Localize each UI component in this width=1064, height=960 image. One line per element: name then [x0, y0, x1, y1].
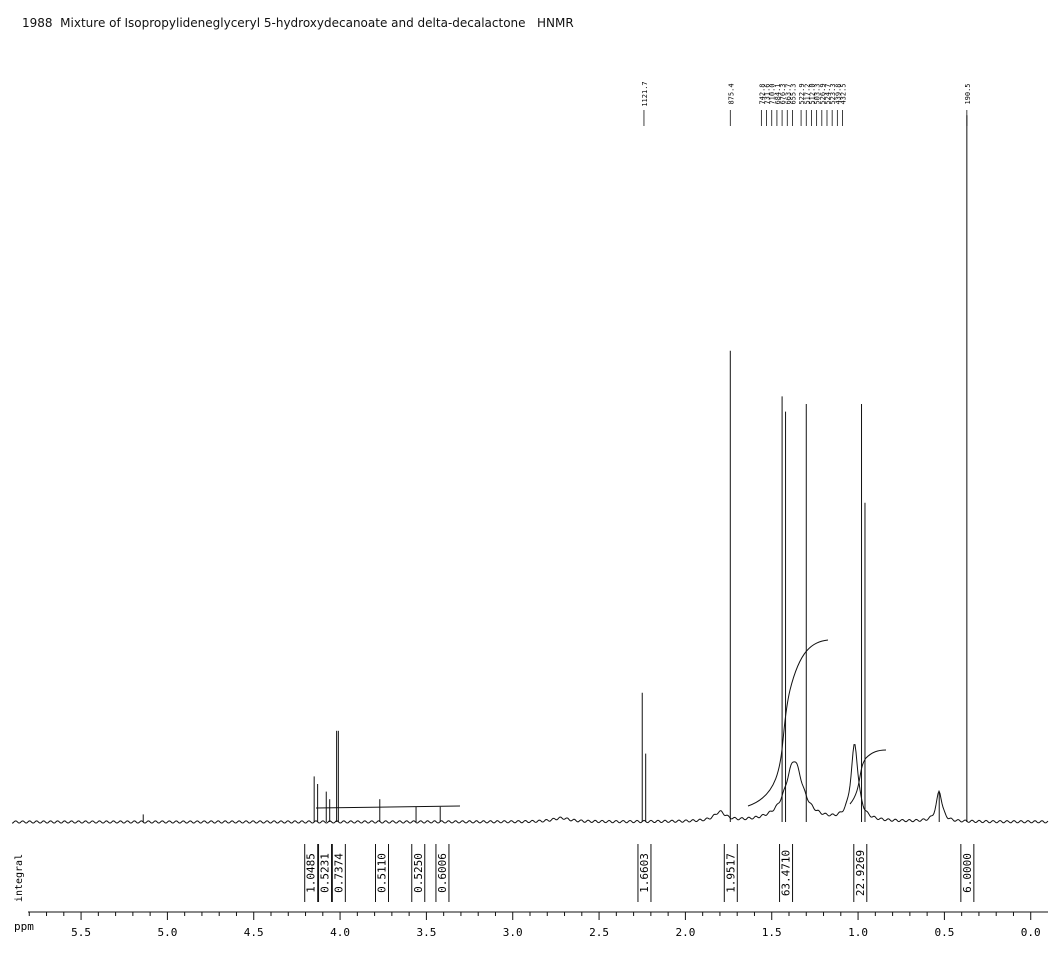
peak-label: 190.5 — [964, 83, 972, 104]
integral-value: 22.9269 — [854, 850, 867, 896]
peak-label: 522.9 — [798, 83, 806, 104]
peak-label: 439.8 — [834, 83, 842, 104]
x-tick-label: 3.5 — [416, 926, 436, 939]
x-tick-label: 1.5 — [762, 926, 782, 939]
x-tick-label: 0.0 — [1021, 926, 1041, 939]
x-tick-label: 5.5 — [71, 926, 91, 939]
x-tick-label: 2.5 — [589, 926, 609, 939]
peak-label: 512.0 — [808, 83, 816, 104]
integral-value: 0.5250 — [412, 853, 425, 893]
integral-curve — [849, 749, 887, 805]
integral-value: 0.5231 — [319, 853, 332, 893]
peak-label: 503.3 — [814, 83, 822, 104]
integral-value: 1.6603 — [638, 853, 651, 893]
spectrum-group — [11, 115, 1049, 824]
integral-value: 0.5110 — [376, 853, 389, 893]
peak-label: 1121.7 — [641, 81, 649, 106]
x-tick-label: 0.5 — [934, 926, 954, 939]
peak-label: 524.7 — [824, 83, 832, 104]
peak-label: 523.3 — [829, 83, 837, 104]
chart-title: 1988 Mixture of Isopropylideneglyceryl 5… — [22, 16, 574, 30]
peak-label: 432.5 — [840, 83, 848, 104]
x-tick-label: 4.5 — [244, 926, 264, 939]
integral-value: 6.0000 — [961, 853, 974, 893]
x-tick-label: 1.0 — [848, 926, 868, 939]
integral-curve — [315, 805, 461, 809]
peak-labels: 1121.7 875.4 742.8731.6710.0684.1676.3663.… — [641, 81, 972, 126]
x-tick-label: 2.0 — [675, 926, 695, 939]
x-tick-label: 3.0 — [503, 926, 523, 939]
integral-value: 63.4710 — [780, 850, 793, 896]
x-tick-label: 5.0 — [157, 926, 177, 939]
integral-value: 1.9517 — [724, 853, 737, 893]
peak-label: 663.7 — [784, 83, 792, 104]
integral-curve — [747, 639, 829, 807]
integral-curves — [315, 639, 887, 809]
peak-label: 517.2 — [803, 83, 811, 104]
integral-value: 0.7374 — [332, 853, 345, 893]
x-axis-label: ppm — [14, 920, 34, 933]
peak-label: 655.3 — [789, 83, 797, 104]
peak-label: 684.1 — [774, 83, 782, 104]
x-tick-label: 4.0 — [330, 926, 350, 939]
ppm-axis: 5.5 5.0 4.5 4.0 3.5 3.0 2.5 2.0 1.5 1.0 0.5 0.0 ppm — [14, 911, 1048, 939]
peak-label: 710.0 — [769, 83, 777, 104]
peak-label: 742.8 — [758, 83, 766, 104]
peak-label: 526.9 — [819, 83, 827, 104]
integral-value: 0.6006 — [436, 853, 449, 893]
integral-axis-label: integral — [14, 854, 25, 902]
peak-label: 875.4 — [727, 83, 735, 104]
peak-label: 731.6 — [764, 83, 772, 104]
peak-label: 676.3 — [779, 83, 787, 104]
integral-value: 1.0485 — [305, 853, 318, 893]
spectrum-baseline — [11, 744, 1049, 824]
